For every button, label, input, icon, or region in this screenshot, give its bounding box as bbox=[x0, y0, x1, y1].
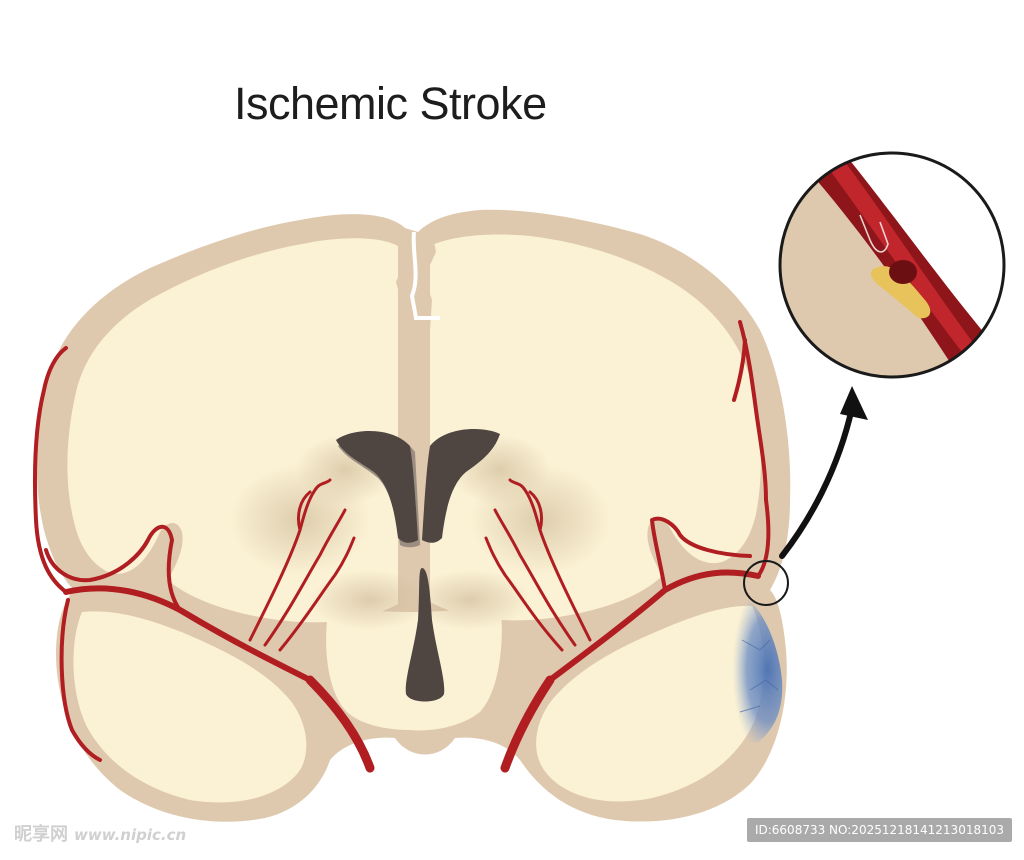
fissure-line bbox=[409, 231, 440, 320]
left-lenticulostriate bbox=[248, 488, 317, 642]
third-ventricle bbox=[405, 568, 445, 702]
watermark-site: 昵享网 www.nipic.cn bbox=[14, 820, 186, 846]
arteries bbox=[32, 320, 771, 773]
magnified-view bbox=[778, 151, 1006, 379]
left-internal-carotid bbox=[305, 675, 375, 773]
blood-clot bbox=[889, 260, 917, 284]
left-temporal-white-matter bbox=[73, 611, 307, 803]
magnified-artery-lumen bbox=[826, 158, 980, 360]
watermark-url: www.nipic.cn bbox=[74, 826, 187, 844]
ventricles bbox=[336, 429, 500, 702]
callout-arrow-head bbox=[840, 386, 868, 420]
plaque-deposit bbox=[870, 266, 931, 319]
right-middle-cerebral bbox=[547, 569, 761, 683]
longitudinal-fissure bbox=[396, 232, 436, 378]
infarct-region bbox=[723, 596, 783, 743]
right-internal-carotid bbox=[500, 675, 555, 773]
occlusion-site-marker bbox=[743, 560, 789, 606]
right-lenticulostriate bbox=[523, 488, 592, 642]
magnified-tissue bbox=[780, 160, 960, 377]
lateral-ventricles bbox=[336, 429, 500, 543]
blood-flow-arrow bbox=[859, 214, 889, 253]
watermark-id-badge: ID:6608733 NO:20251218141213018103 bbox=[746, 818, 1012, 842]
magnifier-border bbox=[778, 151, 1006, 379]
diagram-title: Ischemic Stroke bbox=[234, 78, 547, 129]
right-temporal-white-matter bbox=[536, 605, 764, 802]
infarct-vessels bbox=[739, 639, 779, 713]
watermark-site-name: 昵享网 bbox=[14, 824, 68, 845]
callout-arrow-shaft bbox=[779, 405, 855, 559]
